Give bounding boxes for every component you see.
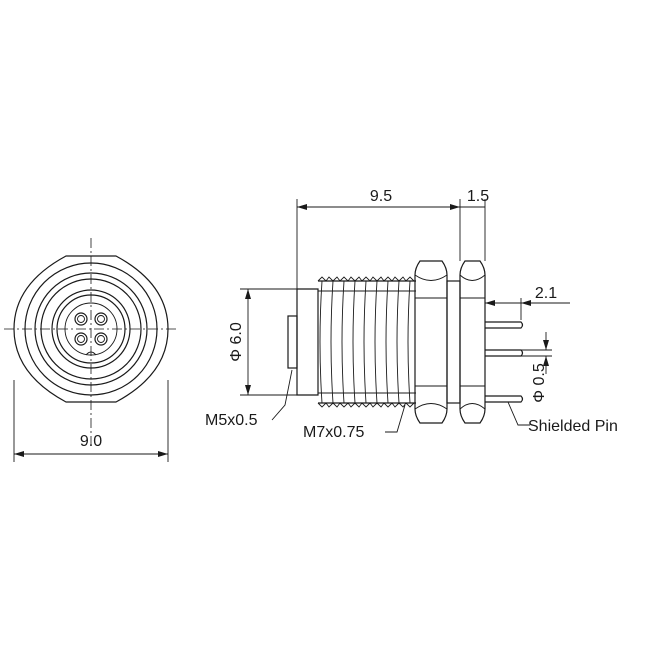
- contact-hole: [74, 312, 88, 326]
- pin-2: [485, 349, 524, 357]
- contact-hole-inner: [97, 315, 105, 323]
- thread-small-label: M5x0.5: [205, 412, 258, 429]
- side-view: 9.5 1.5 2.1 Φ 6.0 Φ 0.5 M5x0.5 M7x0.75 S…: [205, 188, 618, 441]
- front-view: 9.0: [4, 238, 178, 462]
- front-keyway: [85, 351, 97, 356]
- thread-crests: [319, 280, 411, 404]
- front-hex-outline: [13, 255, 169, 403]
- shielded-pin-label: Shielded Pin: [528, 418, 618, 435]
- thread-large-label: M7x0.75: [303, 424, 364, 441]
- contact-hole: [94, 332, 108, 346]
- side-hex-nut-2: [459, 260, 486, 424]
- leader-shielded-pin: [507, 401, 530, 426]
- side-hex-nut-1: [414, 260, 448, 424]
- front-contacts: [74, 312, 108, 346]
- pin-length-label: 2.1: [535, 285, 557, 302]
- pin-dia-label: Φ 0.5: [531, 363, 548, 403]
- front-insert-face: [64, 302, 118, 356]
- dia-label: Φ 6.0: [228, 322, 245, 362]
- front-ring-3: [40, 278, 142, 380]
- side-pins: [485, 321, 524, 403]
- contact-hole-inner: [97, 335, 105, 343]
- front-ring-4: [51, 289, 131, 369]
- shielded-pin: [485, 395, 524, 403]
- contact-hole-inner: [77, 315, 85, 323]
- flange-label: 1.5: [467, 188, 489, 205]
- side-nose: [287, 315, 298, 369]
- thread-teeth-top: [317, 276, 415, 282]
- front-width-label: 9.0: [80, 433, 102, 450]
- thread-teeth-bottom: [317, 402, 415, 408]
- contact-hole: [94, 312, 108, 326]
- side-front-body: [296, 288, 319, 396]
- front-ring-5: [56, 294, 126, 364]
- leader-m7: [385, 404, 406, 433]
- side-nut-gap: [446, 280, 461, 404]
- leader-m5: [271, 369, 293, 421]
- length-label: 9.5: [370, 188, 392, 205]
- pin-1: [485, 321, 524, 329]
- front-ring-2: [34, 272, 148, 386]
- contact-hole: [74, 332, 88, 346]
- contact-hole-inner: [77, 335, 85, 343]
- front-outer-ring: [24, 262, 158, 396]
